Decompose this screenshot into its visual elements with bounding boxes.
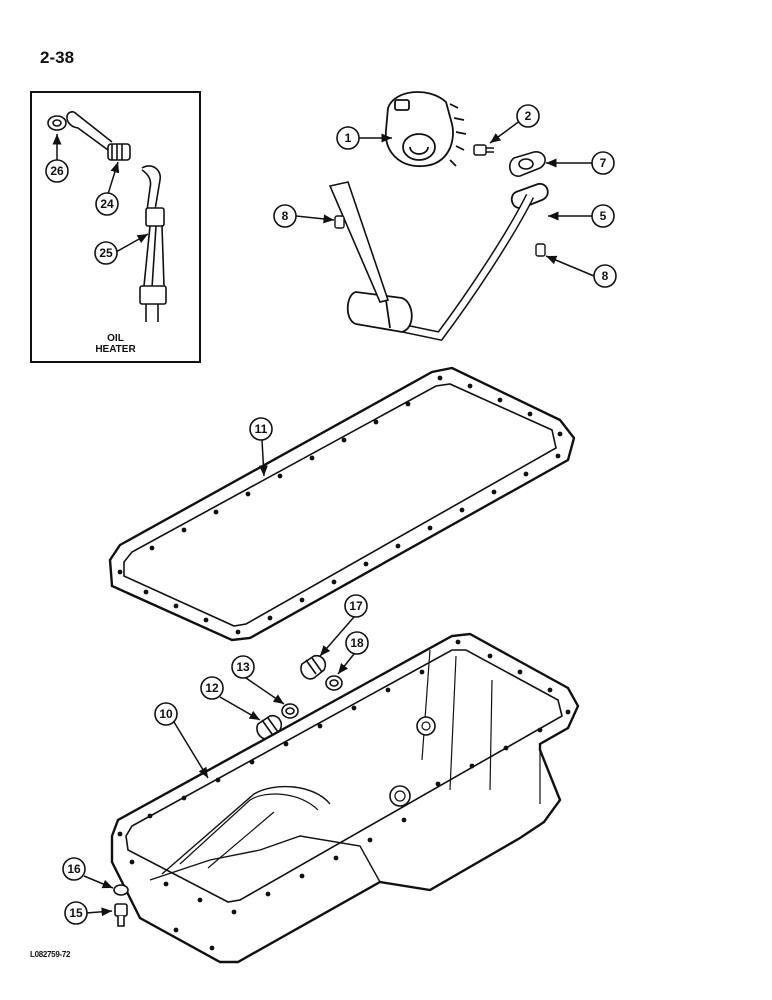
callout-8a: 8 xyxy=(282,209,289,223)
oil-pan-part-10 xyxy=(110,632,580,964)
callout-2: 2 xyxy=(525,109,532,123)
oil-pump-part-1 xyxy=(385,91,467,167)
callout-26: 26 xyxy=(50,164,64,178)
callout-17: 17 xyxy=(349,599,363,613)
washer-part-18 xyxy=(325,675,343,691)
callout-13: 13 xyxy=(236,660,250,674)
callout-8b-circle xyxy=(593,264,617,288)
heater-body-part-24 xyxy=(107,143,131,161)
suction-tube-part-5 xyxy=(346,183,549,341)
callout-1-circle xyxy=(336,126,360,150)
callout-8a-circle xyxy=(273,204,297,228)
callout-7-circle xyxy=(591,151,615,175)
callout-8b: 8 xyxy=(602,269,609,283)
callout-2-circle xyxy=(516,104,540,128)
washer-part-16 xyxy=(113,884,129,896)
callout-5: 5 xyxy=(600,209,607,223)
callout-10: 10 xyxy=(159,707,173,721)
seal-ring-part-26 xyxy=(47,115,67,131)
page-number: 2-38 xyxy=(40,48,75,67)
callout-25: 25 xyxy=(99,246,113,260)
callout-17-circle xyxy=(344,594,368,618)
inset-label-line1: OIL xyxy=(107,333,124,344)
callout-15: 15 xyxy=(69,906,83,920)
heater-element-loop xyxy=(66,111,113,151)
callout-1: 1 xyxy=(345,131,352,145)
heater-plug xyxy=(139,285,167,305)
bolt-part-8a xyxy=(334,215,345,229)
callout-12: 12 xyxy=(205,681,219,695)
callout-18-circle xyxy=(345,631,369,655)
heater-elbow xyxy=(141,165,162,219)
drain-plug-part-15 xyxy=(114,903,128,927)
callout-25-circle xyxy=(94,241,118,265)
bolt-part-2 xyxy=(473,144,494,156)
callout-11-circle xyxy=(249,417,273,441)
heater-cord-part-25 xyxy=(143,225,165,289)
callout-12-circle xyxy=(200,676,224,700)
pickup-screen xyxy=(346,291,413,333)
oil-heater-assembly xyxy=(47,111,167,322)
bolt-part-8b xyxy=(535,243,546,257)
gasket-part-7 xyxy=(508,151,546,177)
callout-10-circle xyxy=(154,702,178,726)
callout-16: 16 xyxy=(67,862,81,876)
figure-code: L082759-72 xyxy=(30,950,71,959)
callout-24-circle xyxy=(95,192,119,216)
callout-15-circle xyxy=(64,901,88,925)
oil-pan-gasket-part-11 xyxy=(108,366,576,642)
tube-bracket xyxy=(328,181,390,303)
callout-5-circle xyxy=(591,204,615,228)
inset-label-line2: HEATER xyxy=(95,344,136,355)
plug-part-17 xyxy=(300,654,327,680)
callout-13-circle xyxy=(231,655,255,679)
washer-part-13 xyxy=(281,703,299,719)
callout-group xyxy=(52,119,595,917)
inset-label: OIL HEATER xyxy=(32,333,199,355)
callout-26-circle xyxy=(45,159,69,183)
callout-7: 7 xyxy=(600,156,607,170)
callout-11: 11 xyxy=(255,422,268,436)
callout-16-circle xyxy=(62,857,86,881)
oil-heater-inset: OIL HEATER xyxy=(30,91,201,363)
callout-24: 24 xyxy=(100,197,114,211)
callout-18: 18 xyxy=(350,636,364,650)
